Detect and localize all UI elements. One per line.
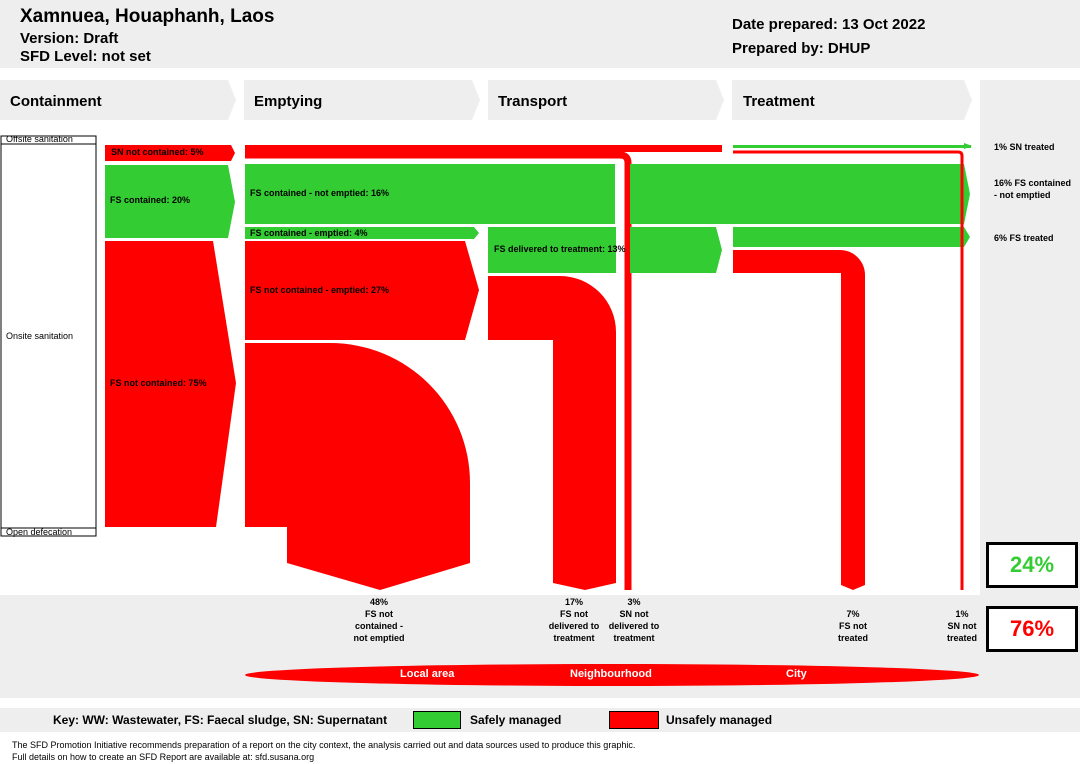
footer-line-2: Full details on how to create an SFD Rep… xyxy=(12,752,315,762)
flow-fs-contained-not-emptied-treatment xyxy=(630,164,970,224)
outcome-bottom-3-text: SN not delivered to treatment xyxy=(608,609,660,643)
stage-label-transport: Transport xyxy=(498,93,568,110)
key-safe-swatch xyxy=(413,711,461,729)
stage-arrow-treatment xyxy=(732,80,972,120)
flow-fs-delivered-transport-b xyxy=(630,227,722,273)
zone-neighbourhood: Neighbourhood xyxy=(570,668,652,680)
outcome-bottom-4-pct: 7% xyxy=(846,609,860,619)
outcome-bottom-2-text: FS not delivered to treatment xyxy=(548,609,600,643)
onsite-label: Onsite sanitation xyxy=(6,331,74,341)
arrow-tip-treated xyxy=(964,143,972,149)
flow-fs-delivered-transport xyxy=(488,227,616,273)
label-sn-not-contained: SN not contained: 5% xyxy=(111,147,204,157)
outcome-bottom-4-text: FS not treated xyxy=(837,621,868,643)
flow-fs-not-treated xyxy=(733,250,865,590)
zone-local-area: Local area xyxy=(400,668,455,680)
stage-arrow-transport xyxy=(488,80,724,120)
key-safe-label: Safely managed xyxy=(470,713,562,727)
label-fs-contained-not-emptied: FS contained - not emptied: 16% xyxy=(250,188,390,198)
flow-fs-contained xyxy=(105,165,235,238)
outcome-bottom-5-text: SN not treated xyxy=(946,621,977,643)
outcome-bottom-1-text: FS not contained - not emptied xyxy=(353,609,405,643)
flow-fs-not-contained-emptied xyxy=(245,241,479,340)
label-fs-contained: FS contained: 20% xyxy=(110,195,191,205)
outcome-bottom-1: 48% FS not contained - not emptied xyxy=(350,596,408,644)
onsite-box xyxy=(0,143,97,529)
key-text: Key: WW: Wastewater, FS: Faecal sludge, … xyxy=(53,713,388,727)
version-label: Version: Draft xyxy=(20,30,119,47)
offsite-label: Offsite sanitation xyxy=(6,134,73,144)
outcome-bottom-3-pct: 3% xyxy=(627,597,641,607)
outcome-bottom-4: 7% FS not treated xyxy=(828,608,878,644)
outcome-bottom-3: 3% SN not delivered to treatment xyxy=(606,596,662,644)
page-title: Xamnuea, Houaphanh, Laos xyxy=(20,6,275,27)
flow-sn-emptying xyxy=(245,145,722,152)
open-defecation-box xyxy=(0,527,97,537)
open-defecation-label: Open defecation xyxy=(6,527,73,537)
stage-label-treatment: Treatment xyxy=(743,93,815,110)
header-band xyxy=(0,0,1080,68)
zone-city: City xyxy=(786,668,807,680)
stage-arrow-containment xyxy=(0,80,236,120)
flow-fs-not-delivered xyxy=(488,276,616,590)
sfd-level-label: SFD Level: not set xyxy=(20,48,151,65)
outcome-bottom-2-pct: 17% xyxy=(564,597,583,607)
outcome-panel xyxy=(980,80,1080,595)
outcome-fs-contained-not-emptied: 16% FS contained - not emptied xyxy=(994,178,1072,200)
key-unsafe-swatch xyxy=(609,711,659,729)
footer-line-1: The SFD Promotion Initiative recommends … xyxy=(12,740,636,750)
label-fs-not-contained: FS not contained: 75% xyxy=(110,378,207,388)
outcome-fs-treated: 6% FS treated xyxy=(994,233,1054,243)
flow-fs-contained-emptied xyxy=(245,227,479,239)
flow-fs-not-contained xyxy=(105,241,236,527)
zone-ellipse xyxy=(245,664,979,686)
outcome-bottom-5-pct: 1% xyxy=(955,609,969,619)
flow-fs-contained-not-emptied xyxy=(245,164,615,224)
sfd-diagram xyxy=(0,80,979,686)
flow-fs-not-contained-not-emptied xyxy=(245,343,470,590)
flow-sn-transport-line xyxy=(245,151,632,590)
prepared-by: Prepared by: DHUP xyxy=(732,40,871,57)
key-unsafe-label: Unsafely managed xyxy=(666,713,773,727)
flow-fs-treated xyxy=(733,227,970,247)
outcome-bottom-2: 17% FS not delivered to treatment xyxy=(546,596,602,644)
flow-sn-treated xyxy=(733,145,971,148)
stage-label-emptying: Emptying xyxy=(254,93,323,110)
stage-label-containment: Containment xyxy=(10,93,102,110)
safe-percent-box: 24% xyxy=(986,542,1078,588)
label-fs-contained-emptied: FS contained - emptied: 4% xyxy=(250,228,368,238)
label-fs-not-contained-emptied: FS not contained - emptied: 27% xyxy=(250,285,390,295)
stage-arrow-emptying xyxy=(244,80,480,120)
flow-sn-not-contained xyxy=(105,145,235,161)
outcome-bottom-1-pct: 48% xyxy=(369,597,388,607)
date-prepared: Date prepared: 13 Oct 2022 xyxy=(732,16,926,33)
outcome-bottom-5: 1% SN not treated xyxy=(940,608,984,644)
key-band xyxy=(0,708,1080,732)
outcome-sn-treated: 1% SN treated xyxy=(994,142,1055,152)
flow-sn-not-treated-line xyxy=(733,150,964,590)
unsafe-percent-box: 76% xyxy=(986,606,1078,652)
label-fs-delivered: FS delivered to treatment: 13% xyxy=(494,244,626,254)
